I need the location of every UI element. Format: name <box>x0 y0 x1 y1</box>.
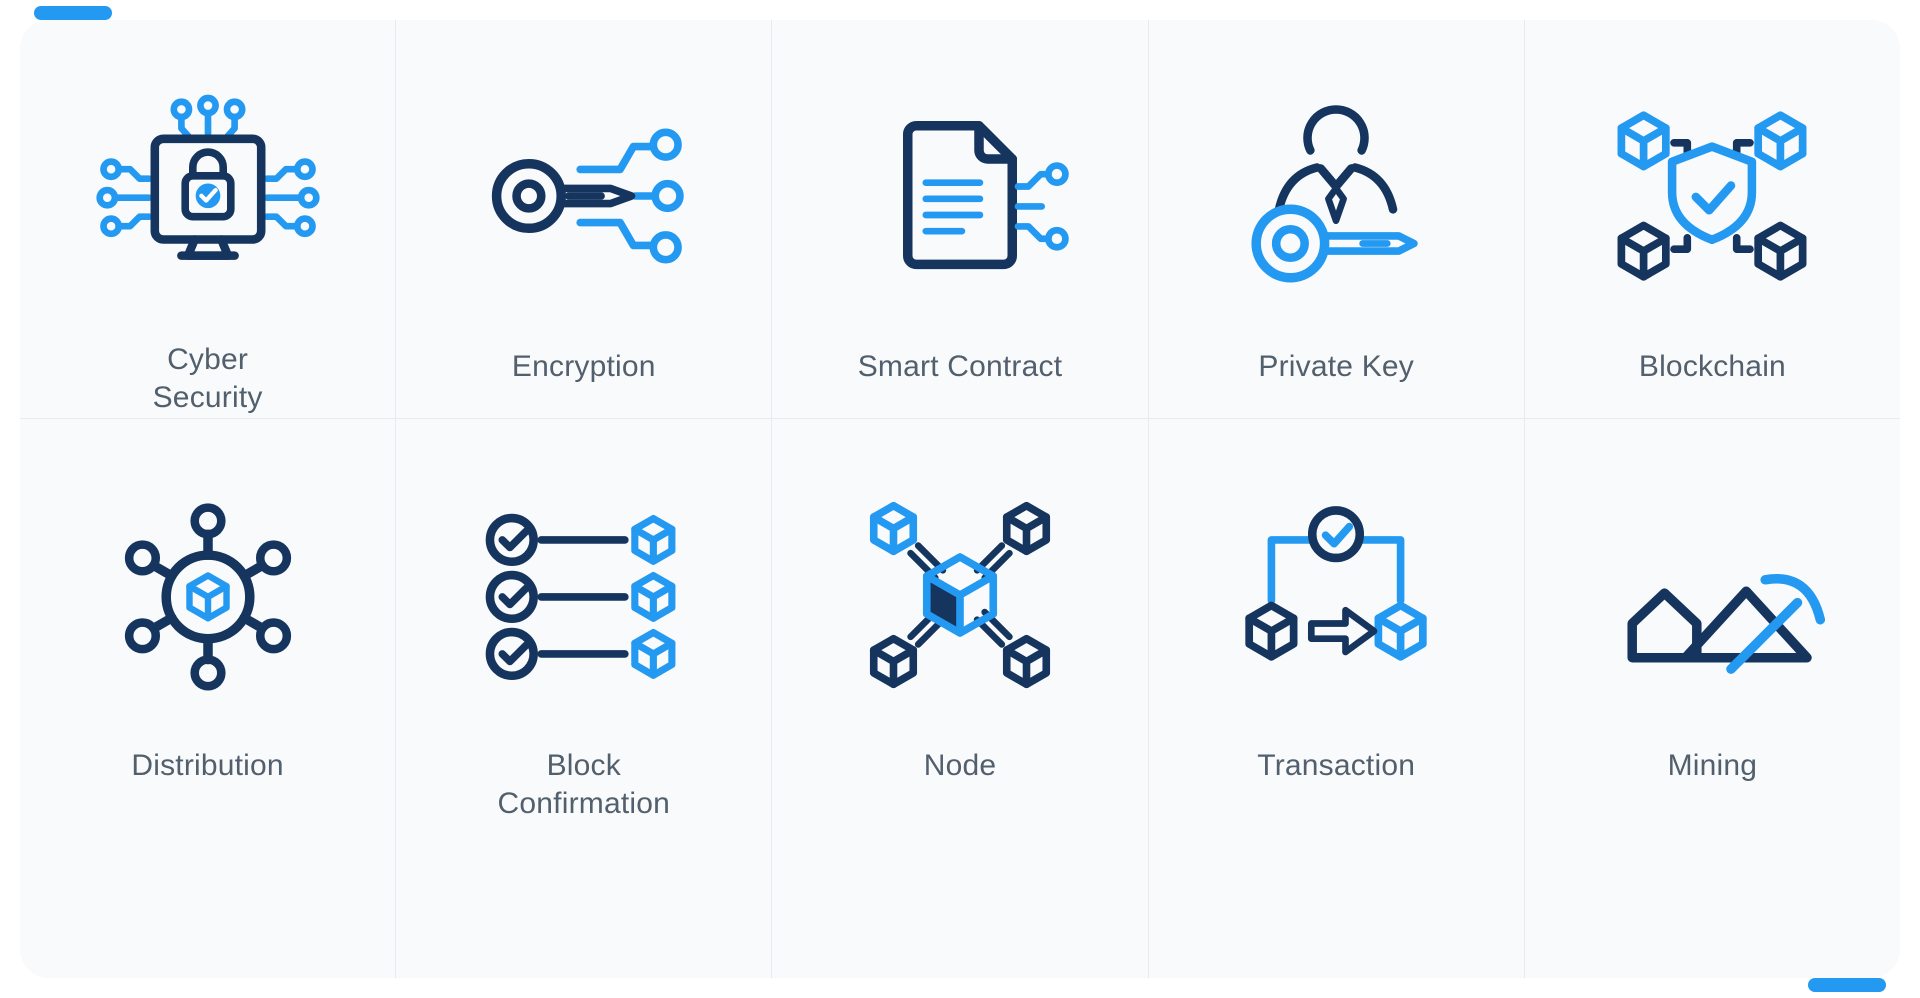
icon-cell-encryption: Encryption <box>396 20 772 418</box>
icon-label: Private Key <box>1258 350 1414 383</box>
icon-wrap <box>470 443 698 747</box>
icon-label: Mining <box>1667 748 1758 782</box>
block-confirmation-icon <box>485 513 698 680</box>
decor-bar-top-left <box>34 6 112 20</box>
decor-bar-bottom-right <box>1808 978 1886 992</box>
transaction-icon <box>1222 505 1450 709</box>
node-icon <box>846 481 1074 709</box>
icon-cell-block-confirmation: Block Confirmation <box>396 418 772 978</box>
icon-label: Distribution <box>131 748 284 782</box>
encryption-icon <box>491 128 684 264</box>
icon-label: Transaction <box>1257 748 1416 782</box>
mining-icon <box>1627 573 1826 674</box>
icon-cell-node: Node <box>772 418 1148 978</box>
smart-contract-icon <box>902 120 1069 270</box>
icon-label: Smart Contract <box>857 350 1063 383</box>
icon-label: Blockchain <box>1638 350 1786 383</box>
icon-label: Node <box>923 748 997 782</box>
icon-cell-smart-contract: Smart Contract <box>772 20 1148 418</box>
icon-label: Cyber Security <box>152 342 263 415</box>
icon-wrap <box>846 443 1074 747</box>
private-key-icon <box>1251 105 1418 283</box>
icon-cell-cyber-security: Cyber Security <box>20 20 396 418</box>
cyber-security-icon <box>95 95 320 261</box>
icon-label: Encryption <box>511 350 656 383</box>
icon-cell-private-key: Private Key <box>1148 20 1524 418</box>
distribution-icon <box>124 502 291 691</box>
icon-wrap <box>470 44 698 348</box>
blockchain-icon <box>1598 82 1826 310</box>
icon-grid-card: Cyber Security Encryption <box>20 20 1900 978</box>
icon-wrap <box>1598 44 1826 348</box>
icon-wrap <box>846 44 1074 348</box>
icon-cell-mining: Mining <box>1524 418 1900 978</box>
icon-cell-blockchain: Blockchain <box>1524 20 1900 418</box>
icon-wrap <box>1222 443 1450 747</box>
icon-wrap <box>1598 443 1826 747</box>
icon-cell-distribution: Distribution <box>20 418 396 978</box>
icon-wrap <box>94 44 322 341</box>
icon-label: Block Confirmation <box>497 748 671 820</box>
icon-cell-transaction: Transaction <box>1148 418 1524 978</box>
icon-wrap <box>1222 44 1450 348</box>
icon-wrap <box>94 443 322 747</box>
